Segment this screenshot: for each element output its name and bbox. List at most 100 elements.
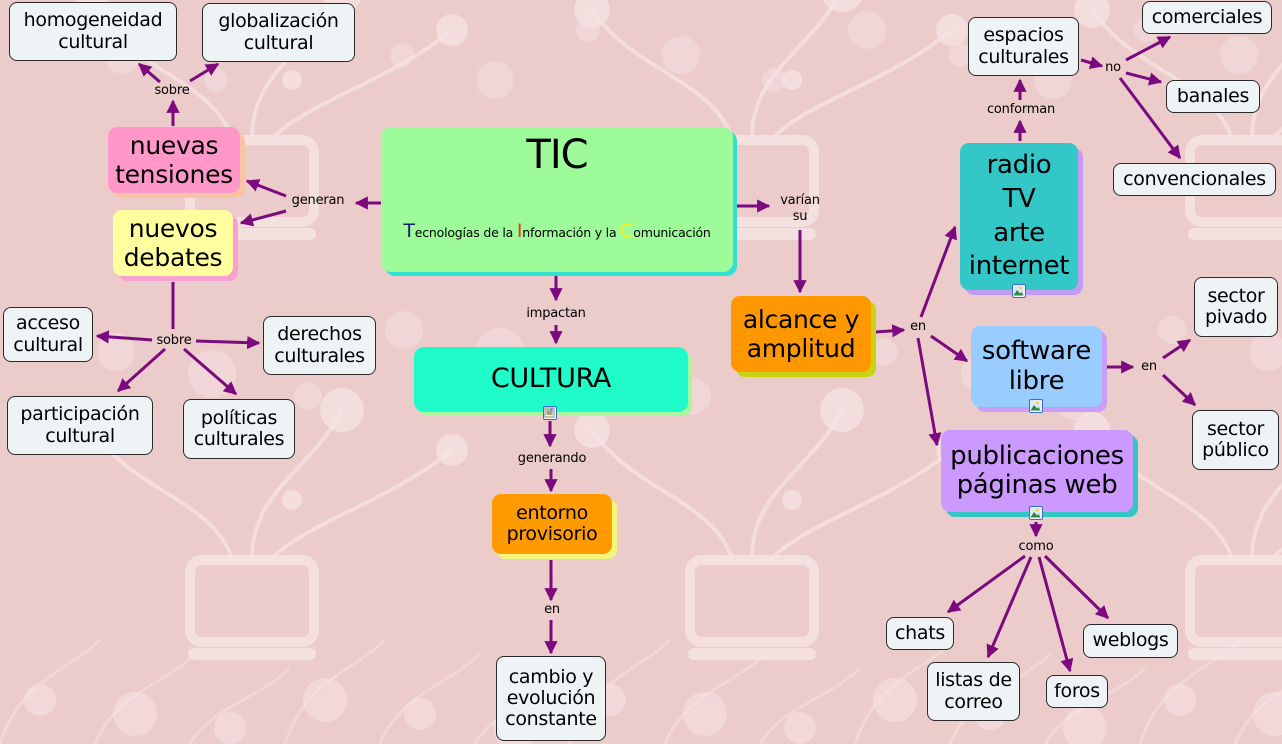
- subtitle-initial-c: C: [620, 220, 634, 242]
- link-label-generan[interactable]: generan: [291, 192, 345, 208]
- social-bubble-icon: [576, 18, 600, 42]
- node-foros[interactable]: foros: [1046, 675, 1108, 708]
- social-bubble-icon: [870, 338, 898, 366]
- search-bubble-icon: [320, 388, 364, 432]
- node-tic[interactable]: TIC Tecnologías de la Información y la C…: [381, 127, 733, 272]
- image-icon[interactable]: [1029, 506, 1043, 520]
- link-label-en-alcance[interactable]: en: [910, 318, 926, 334]
- network-branch: [0, 638, 102, 744]
- node-label-line: publicaciones: [950, 440, 1124, 471]
- node-cultura[interactable]: CULTURA: [414, 347, 688, 412]
- node-weblogs[interactable]: weblogs: [1083, 624, 1178, 658]
- node-label-line: alcance y: [742, 305, 860, 334]
- node-label-line: correo: [944, 690, 1003, 713]
- node-comerciales[interactable]: comerciales: [1142, 1, 1272, 34]
- node-publicaciones-paginas-web[interactable]: publicaciones páginas web: [941, 430, 1133, 512]
- social-bubble-icon: [873, 678, 917, 722]
- laptop-base-icon: [688, 648, 816, 660]
- social-bubble-icon: [784, 712, 816, 744]
- social-bubble-icon: [1249, 333, 1282, 371]
- node-globalizacion-cultural[interactable]: globalización cultural: [202, 3, 355, 62]
- network-branch: [270, 448, 454, 560]
- node-label-line: provisorio: [506, 523, 598, 545]
- node-label-line: foros: [1054, 679, 1100, 702]
- node-homogeneidad-cultural[interactable]: homogeneidad cultural: [9, 2, 177, 61]
- node-label-line: acceso: [16, 312, 80, 335]
- link-label-impactan[interactable]: impactan: [526, 305, 586, 321]
- node-label-line: culturales: [978, 45, 1069, 68]
- node-label-line: políticas: [200, 406, 278, 429]
- document-icon[interactable]: [543, 406, 557, 420]
- node-sector-publico[interactable]: sector público: [1192, 410, 1279, 470]
- link-label-sobre-tensiones[interactable]: sobre: [154, 82, 190, 98]
- node-alcance-amplitud[interactable]: alcance y amplitud: [731, 296, 871, 372]
- node-participacion-cultural[interactable]: participación cultural: [7, 396, 153, 455]
- node-radio-tv-arte-internet[interactable]: radio TV arte internet: [960, 143, 1078, 290]
- node-label-line: evolución: [506, 686, 596, 709]
- node-label-line: nuevas: [129, 131, 219, 160]
- laptop-base-icon: [1188, 228, 1282, 240]
- social-bubble-icon: [390, 43, 414, 67]
- node-cambio-evolucion[interactable]: cambio y evolución constante: [496, 656, 606, 741]
- node-label-line: arte: [993, 217, 1045, 248]
- node-label-line: nuevos: [128, 214, 218, 243]
- node-derechos-culturales[interactable]: derechos culturales: [263, 316, 376, 375]
- node-acceso-cultural[interactable]: acceso cultural: [3, 307, 93, 362]
- network-bubble-icon: [574, 412, 610, 448]
- node-nuevas-tensiones[interactable]: nuevas tensiones: [108, 127, 240, 193]
- link-label-generando[interactable]: generando: [517, 450, 587, 466]
- social-bubble-icon: [762, 68, 786, 92]
- link-label-varian-su[interactable]: varían su: [778, 193, 822, 226]
- node-label-line: homogeneidad: [23, 9, 163, 32]
- image-icon[interactable]: [1029, 399, 1043, 413]
- node-label-line: espacios: [983, 24, 1064, 47]
- subtitle-initial-i: I: [516, 220, 523, 242]
- search-bubble-icon: [822, 0, 862, 12]
- subtitle-part-3: omunicación: [633, 225, 711, 240]
- image-icon[interactable]: [1012, 284, 1026, 298]
- link-label-sobre-debates[interactable]: sobre: [156, 332, 192, 348]
- node-label-line: culturales: [274, 344, 365, 367]
- node-label-line: entorno: [516, 501, 588, 524]
- network-branch: [1250, 482, 1282, 559]
- node-label-line: cambio y: [508, 665, 594, 688]
- node-label-line: sector: [1206, 417, 1265, 440]
- social-bubble-icon: [294, 382, 322, 410]
- node-software-libre[interactable]: software libre: [971, 326, 1102, 407]
- link-label-en-entorno[interactable]: en: [544, 601, 560, 617]
- social-bubble-icon: [303, 678, 347, 722]
- network-bubble-icon: [282, 490, 302, 510]
- link-label-conforman[interactable]: conforman: [986, 101, 1056, 117]
- node-chats[interactable]: chats: [886, 617, 954, 650]
- node-listas-de-correo[interactable]: listas de correo: [927, 662, 1020, 721]
- node-sector-privado[interactable]: sector pivado: [1194, 277, 1278, 337]
- node-banales[interactable]: banales: [1166, 80, 1260, 113]
- node-label-line: banales: [1176, 84, 1250, 107]
- network-branch: [270, 28, 454, 140]
- node-label-line: TV: [1002, 183, 1036, 214]
- network-branch: [750, 409, 844, 559]
- node-label-line: cultural: [243, 31, 314, 54]
- network-branch: [590, 8, 734, 139]
- social-bubble-icon: [1158, 316, 1186, 344]
- network-branch: [590, 428, 734, 559]
- node-convencionales[interactable]: convencionales: [1113, 163, 1276, 196]
- node-politicas-culturales[interactable]: políticas culturales: [183, 399, 295, 459]
- network-branch: [1090, 8, 1234, 139]
- network-branch: [1250, 62, 1282, 139]
- social-bubble-icon: [188, 350, 236, 398]
- node-espacios-culturales[interactable]: espacios culturales: [968, 17, 1079, 76]
- network-bubble-icon: [282, 70, 302, 90]
- node-label-line: weblogs: [1092, 629, 1169, 652]
- node-label-line: páginas web: [956, 470, 1118, 500]
- node-entorno-provisorio[interactable]: entorno provisorio: [492, 494, 612, 554]
- social-bubble-icon: [1063, 706, 1107, 744]
- node-nuevos-debates[interactable]: nuevos debates: [113, 210, 233, 276]
- network-bubble-icon: [574, 0, 610, 28]
- link-label-no[interactable]: no: [1105, 59, 1121, 75]
- link-label-en-software[interactable]: en: [1141, 358, 1157, 374]
- network-branch: [1138, 638, 1242, 744]
- link-label-como[interactable]: como: [1018, 538, 1054, 554]
- social-bubble-icon: [404, 698, 436, 730]
- social-bubble-icon: [1253, 692, 1282, 736]
